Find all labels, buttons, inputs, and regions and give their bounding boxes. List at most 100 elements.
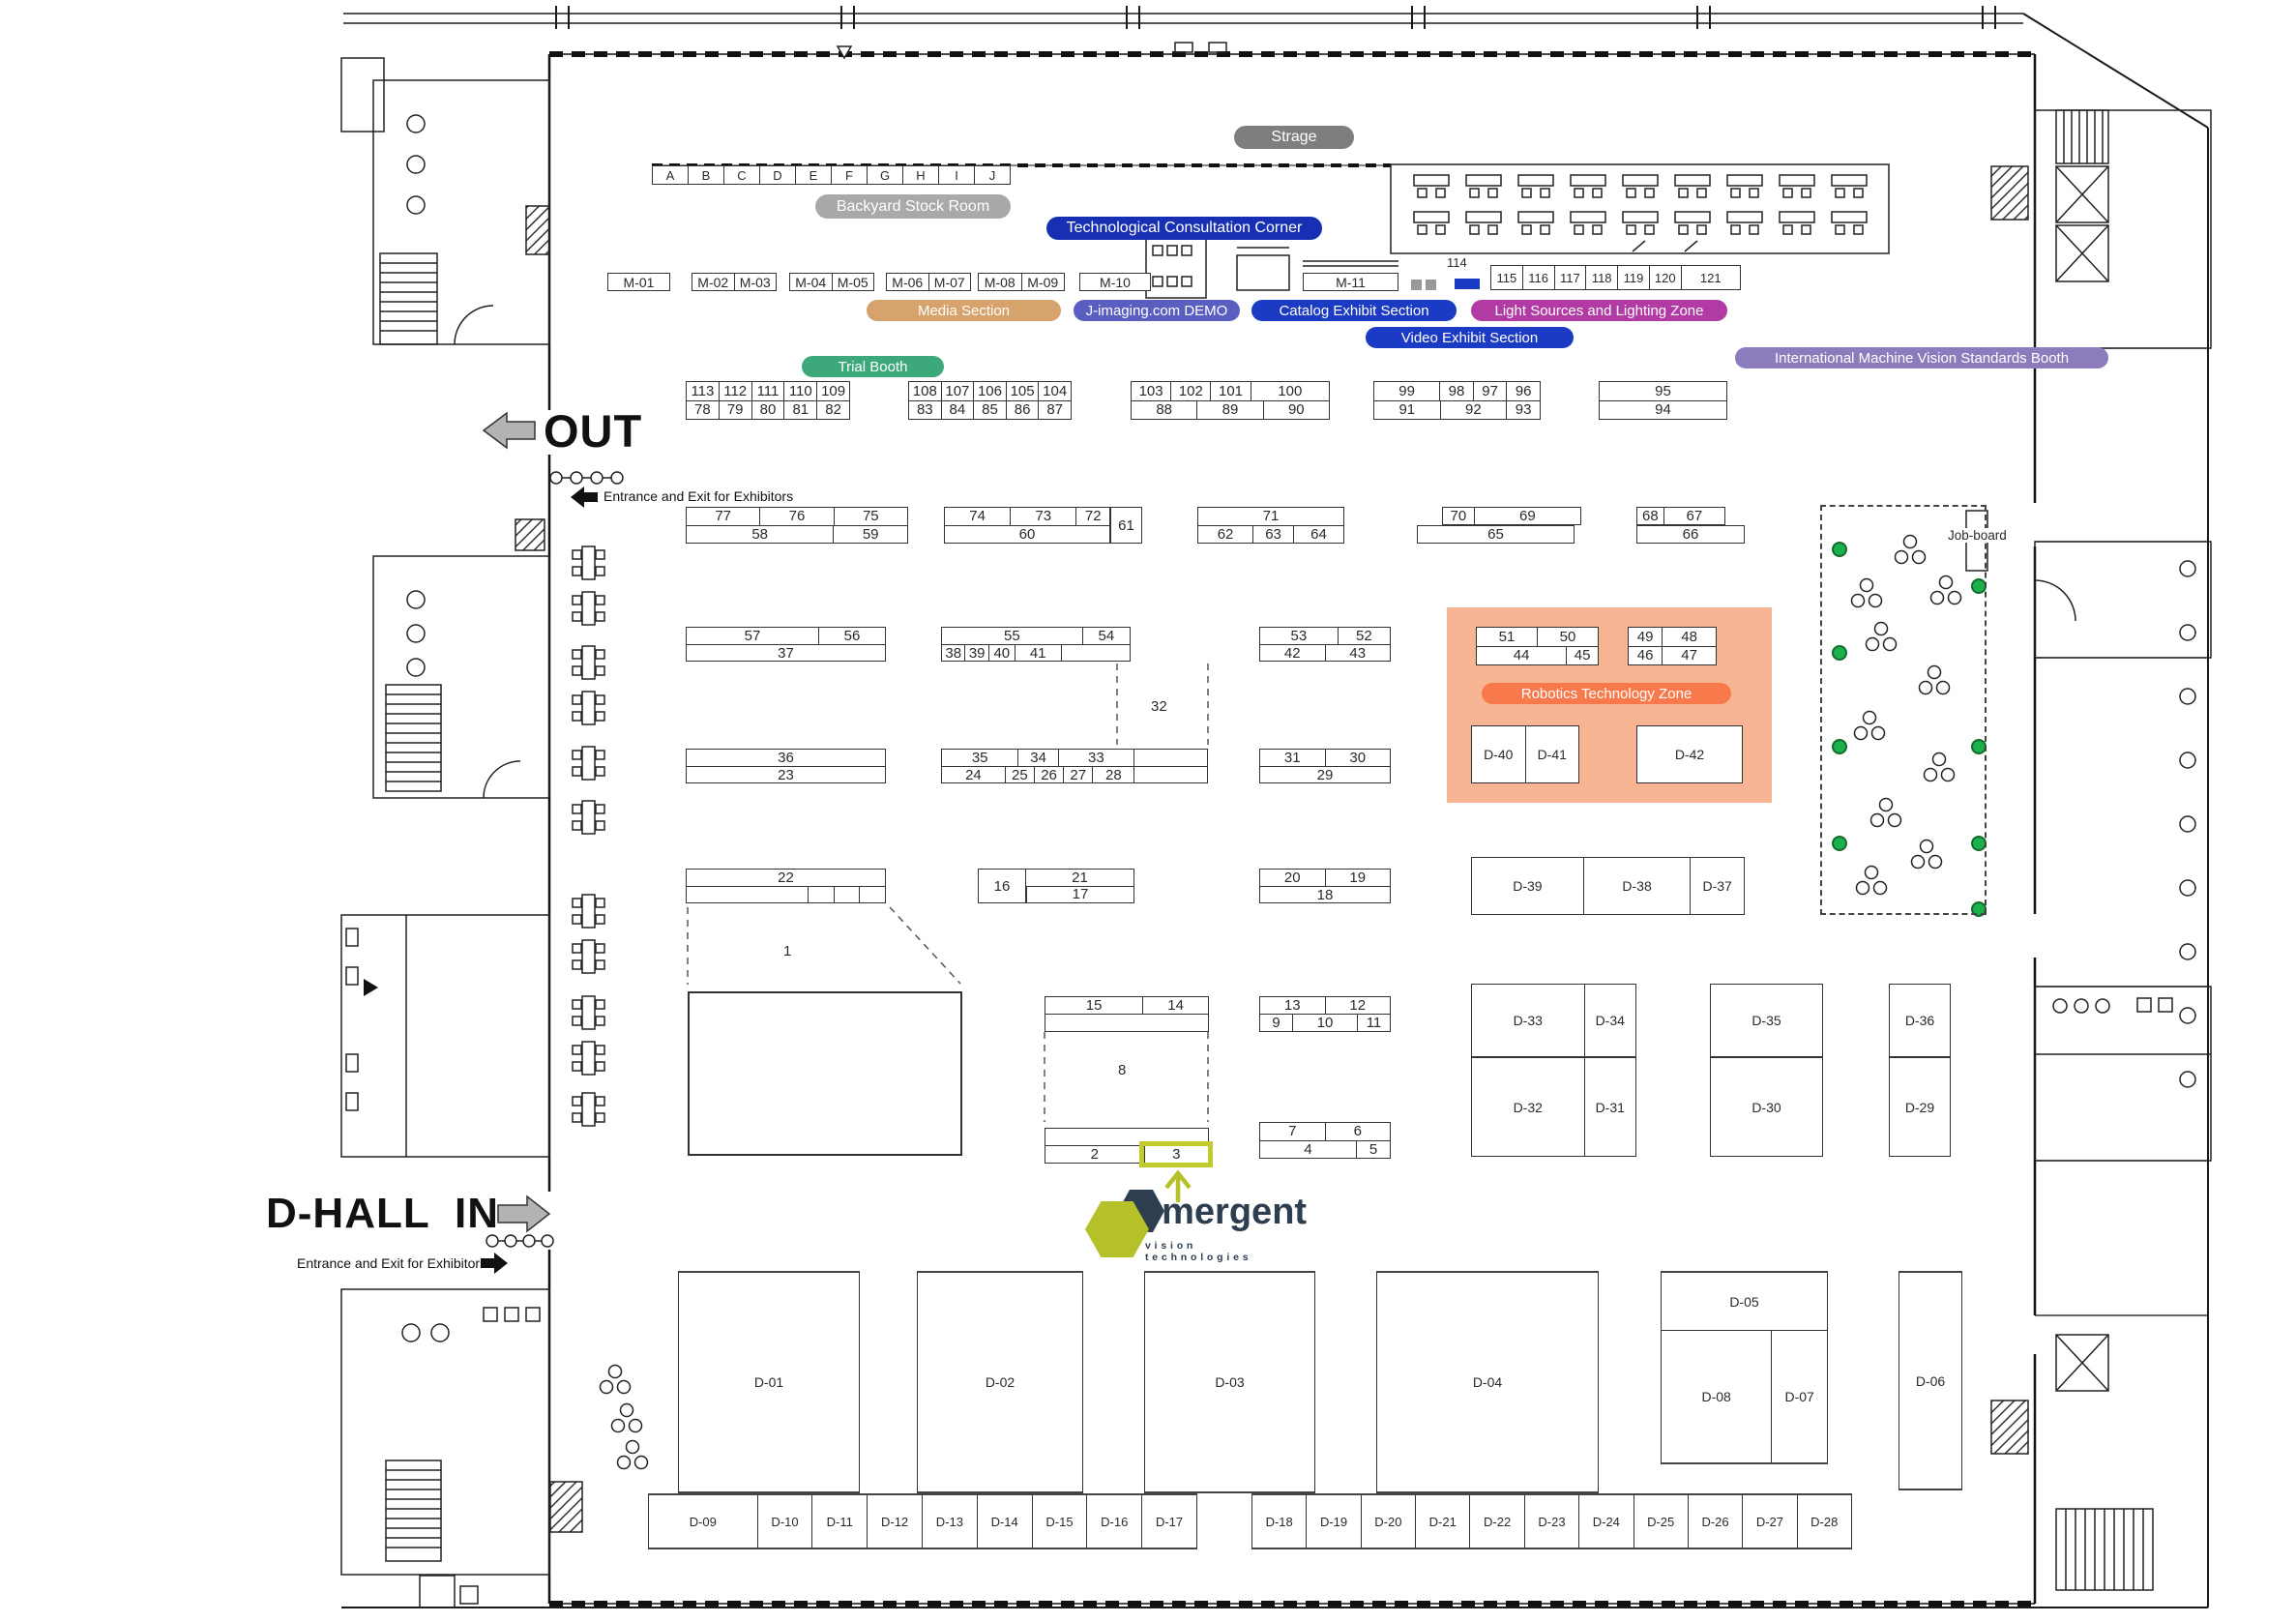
booth-d-36[interactable]: D-36 [1904, 1013, 1935, 1028]
booth-102[interactable]: 102 [1170, 382, 1210, 400]
booth-57[interactable]: 57 [744, 628, 761, 644]
booth-11[interactable]: 11 [1357, 1015, 1390, 1031]
booth-d-32[interactable]: D-32 [1513, 1099, 1543, 1115]
booth-23[interactable]: 23 [778, 767, 794, 783]
booth-d-10[interactable]: D-10 [756, 1495, 812, 1548]
booth-8[interactable]: 8 [1118, 1062, 1127, 1078]
booth-d-34[interactable]: D-34 [1583, 985, 1636, 1056]
booth-50[interactable]: 50 [1537, 628, 1598, 646]
booth-5[interactable]: 5 [1355, 1140, 1390, 1158]
booth-108[interactable]: 108 [912, 382, 937, 399]
booth-24[interactable]: 24 [965, 767, 982, 783]
booth-49[interactable]: 49 [1636, 628, 1654, 645]
booth-d-13[interactable]: D-13 [921, 1495, 977, 1548]
booth-13[interactable]: 13 [1283, 997, 1301, 1014]
booth-e[interactable]: E [795, 166, 831, 184]
booth-16[interactable]: 16 [979, 870, 1026, 902]
booth-d-39[interactable]: D-39 [1513, 878, 1543, 894]
booth-d-11[interactable]: D-11 [811, 1495, 867, 1548]
booth-72[interactable]: 72 [1075, 508, 1109, 525]
booth-39[interactable]: 39 [964, 645, 987, 662]
booth-93[interactable]: 93 [1506, 400, 1540, 419]
booth-63[interactable]: 63 [1252, 525, 1293, 543]
booth-d-25[interactable]: D-25 [1633, 1495, 1688, 1548]
booth-61[interactable]: 61 [1118, 516, 1134, 534]
booth-66[interactable]: 66 [1682, 526, 1699, 543]
booth-103[interactable]: 103 [1138, 382, 1163, 399]
booth-d-27[interactable]: D-27 [1742, 1495, 1796, 1548]
booth-d-24[interactable]: D-24 [1578, 1495, 1633, 1548]
booth-31[interactable]: 31 [1283, 750, 1301, 766]
booth-18[interactable]: 18 [1316, 887, 1334, 903]
booth-92[interactable]: 92 [1439, 400, 1507, 419]
booth-68[interactable]: 68 [1642, 508, 1659, 524]
booth-78[interactable]: 78 [694, 401, 711, 419]
booth-48[interactable]: 48 [1662, 628, 1716, 646]
booth-d-09[interactable]: D-09 [689, 1514, 717, 1529]
booth-a[interactable]: A [665, 167, 675, 183]
booth-73[interactable]: 73 [1010, 508, 1075, 525]
booth-d-19[interactable]: D-19 [1306, 1495, 1360, 1548]
booth-d-37[interactable]: D-37 [1690, 858, 1744, 914]
booth-116[interactable]: 116 [1521, 266, 1554, 289]
booth-d-16[interactable]: D-16 [1086, 1495, 1141, 1548]
booth-b[interactable]: B [688, 166, 723, 184]
booth-m-02[interactable]: M-02 [697, 274, 729, 290]
booth-d-12[interactable]: D-12 [867, 1495, 922, 1548]
booth-43[interactable]: 43 [1324, 645, 1391, 662]
booth-17[interactable]: 17 [1026, 885, 1133, 902]
booth-m-05[interactable]: M-05 [831, 274, 874, 290]
booth-62[interactable]: 62 [1217, 525, 1234, 543]
booth-29[interactable]: 29 [1316, 767, 1334, 783]
booth-d-40[interactable]: D-40 [1484, 747, 1514, 762]
booth-d-29[interactable]: D-29 [1904, 1099, 1935, 1115]
booth-89[interactable]: 89 [1196, 400, 1262, 419]
booth-22[interactable]: 22 [778, 870, 794, 886]
booth-115[interactable]: 115 [1496, 270, 1517, 285]
booth-42[interactable]: 42 [1283, 645, 1301, 662]
booth-120[interactable]: 120 [1648, 266, 1681, 289]
booth-d-03[interactable]: D-03 [1215, 1374, 1245, 1390]
booth-d-35[interactable]: D-35 [1751, 1013, 1781, 1028]
booth-86[interactable]: 86 [1005, 400, 1039, 419]
booth-14[interactable]: 14 [1142, 997, 1208, 1014]
booth-9[interactable]: 9 [1272, 1015, 1280, 1031]
booth-44[interactable]: 44 [1513, 647, 1530, 664]
booth-82[interactable]: 82 [816, 400, 849, 419]
booth-d-14[interactable]: D-14 [976, 1495, 1032, 1548]
booth-118[interactable]: 118 [1585, 266, 1617, 289]
booth-64[interactable]: 64 [1292, 525, 1343, 543]
booth-81[interactable]: 81 [783, 400, 816, 419]
booth-117[interactable]: 117 [1553, 266, 1586, 289]
booth-46[interactable]: 46 [1636, 647, 1654, 664]
booth-101[interactable]: 101 [1210, 382, 1250, 400]
booth-113[interactable]: 113 [691, 382, 715, 399]
booth-1-stage-area[interactable] [688, 991, 962, 1156]
booth-107[interactable]: 107 [940, 382, 974, 400]
booth-110[interactable]: 110 [783, 382, 816, 400]
booth-m-11[interactable]: M-11 [1336, 274, 1366, 290]
booth-d-18[interactable]: D-18 [1265, 1514, 1293, 1529]
booth-d-08[interactable]: D-08 [1701, 1389, 1731, 1404]
booth-36[interactable]: 36 [778, 750, 794, 766]
booth-d-17[interactable]: D-17 [1141, 1495, 1196, 1548]
booth-d-30[interactable]: D-30 [1751, 1099, 1781, 1115]
booth-d-41[interactable]: D-41 [1524, 726, 1579, 782]
booth-d-20[interactable]: D-20 [1360, 1495, 1415, 1548]
booth-69[interactable]: 69 [1473, 508, 1580, 524]
booth-d-04[interactable]: D-04 [1472, 1374, 1503, 1390]
booth-91[interactable]: 91 [1398, 401, 1416, 419]
booth-d-33[interactable]: D-33 [1513, 1013, 1543, 1028]
booth-d-42[interactable]: D-42 [1674, 747, 1705, 762]
booth-114-label[interactable]: 114 [1447, 255, 1467, 270]
booth-55[interactable]: 55 [1004, 628, 1020, 644]
booth-51[interactable]: 51 [1498, 628, 1516, 645]
booth-3[interactable]: 3 [1143, 1146, 1208, 1163]
booth-d-23[interactable]: D-23 [1523, 1495, 1578, 1548]
booth-g[interactable]: G [867, 166, 902, 184]
booth-94[interactable]: 94 [1655, 401, 1671, 419]
booth-d-28[interactable]: D-28 [1796, 1495, 1851, 1548]
booth-26[interactable]: 26 [1033, 767, 1063, 783]
booth-d-21[interactable]: D-21 [1415, 1495, 1469, 1548]
booth-95[interactable]: 95 [1655, 382, 1671, 399]
